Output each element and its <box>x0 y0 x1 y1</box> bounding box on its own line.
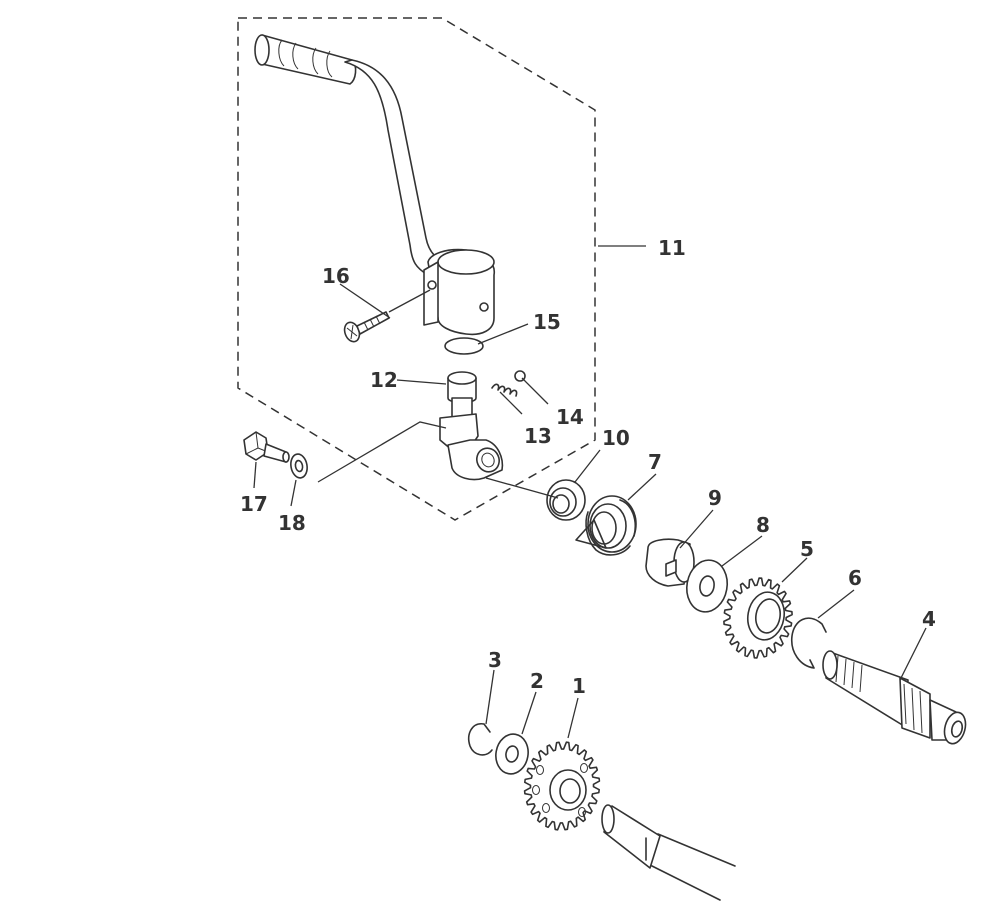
bolt-17 <box>243 431 290 463</box>
callout-12: 12 <box>370 368 398 392</box>
callout-10: 10 <box>602 426 630 450</box>
idle-gear-1 <box>523 741 601 831</box>
callout-13: 13 <box>524 424 552 448</box>
callout-2: 2 <box>530 669 544 693</box>
callout-8: 8 <box>756 513 770 537</box>
gear5-bore <box>755 598 781 634</box>
callout-9: 9 <box>708 486 722 510</box>
callout-11: 11 <box>658 236 686 260</box>
gear1-hole <box>542 803 550 813</box>
kick-gear-5 <box>723 577 793 659</box>
callout-16: 16 <box>322 264 350 288</box>
callout-6: 6 <box>848 566 862 590</box>
gear1-hole <box>580 763 588 773</box>
washer-2 <box>495 733 529 775</box>
gear1-hole <box>578 807 586 817</box>
gear1-hole <box>536 765 544 775</box>
callout-18: 18 <box>278 511 306 535</box>
circlip-3 <box>468 723 493 756</box>
kick-shaft-4 <box>822 650 967 745</box>
washer-18 <box>290 453 308 479</box>
oil-seal-10 <box>546 479 586 521</box>
callout-17: 17 <box>240 492 268 516</box>
callout-3: 3 <box>488 648 502 672</box>
callout-5: 5 <box>800 537 814 561</box>
callout-7: 7 <box>648 450 662 474</box>
spring-guide-9 <box>645 538 695 587</box>
screw-16 <box>343 311 390 343</box>
callout-14: 14 <box>556 405 584 429</box>
gear1-hole <box>532 785 540 795</box>
callout-1: 1 <box>572 674 586 698</box>
kick-boss-12 <box>439 371 504 481</box>
callout-15: 15 <box>533 310 561 334</box>
circlip-6 <box>790 617 827 669</box>
o-ring-15 <box>444 337 484 355</box>
assembly-boundary-dashed <box>237 17 596 521</box>
gear1-bore <box>559 778 581 804</box>
spring-13 <box>491 383 518 397</box>
countershaft <box>601 804 736 901</box>
kick-lever <box>254 34 495 336</box>
callout-4: 4 <box>922 607 936 631</box>
washer-8 <box>685 559 729 613</box>
kick-spring-7 <box>575 495 637 556</box>
